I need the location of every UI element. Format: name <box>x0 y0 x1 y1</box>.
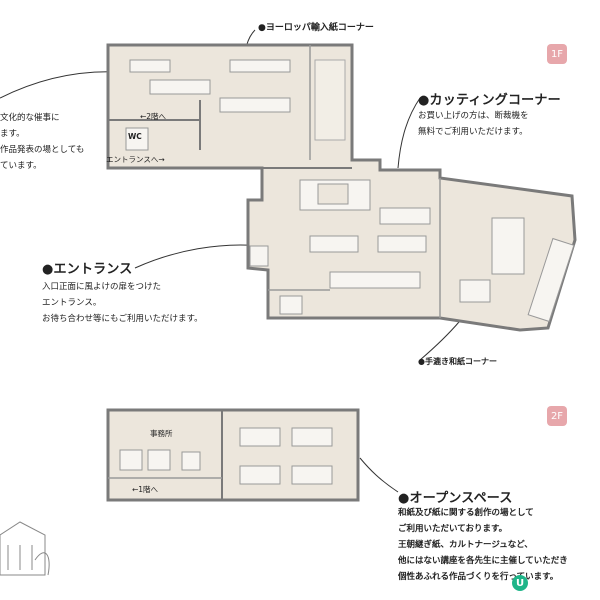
to-1f-sign: ←1階へ <box>132 485 159 494</box>
entrance-desc: 入口正面に風よけの扉をつけた エントランス。 お待ち合わせ等にもご利用いただけま… <box>42 279 203 327</box>
handmade-paper-corner-label: ●手漉き和紙コーナー <box>418 357 497 366</box>
entrance-title: ●エントランス <box>42 262 133 277</box>
openspace-desc: 和紙及び紙に関する創作の場として ご利用いただいております。 王朝継ぎ紙、カルト… <box>398 505 568 585</box>
leader-line-cutting <box>397 97 421 169</box>
openspace-desc-line5: 個性あふれる作品づくりを行っています。 <box>398 572 559 582</box>
leader-line-left <box>0 71 121 99</box>
left-desc-line3: 作品発表の場としても <box>0 145 85 155</box>
site-logo-icon[interactable]: U <box>512 575 528 591</box>
to-entrance-sign: エントランスへ→ <box>106 155 165 164</box>
openspace-desc-line3: 王朝継ぎ紙、カルトナージュなど、 <box>398 540 533 550</box>
floor2-plan <box>106 408 360 502</box>
entrance-desc-line2: エントランス。 <box>42 298 102 308</box>
left-desc-line4: ています。 <box>0 161 42 171</box>
left-description: 文化的な催事に ます。 作品発表の場としても ています。 <box>0 110 84 174</box>
openspace-desc-line1: 和紙及び紙に関する創作の場として <box>398 508 534 518</box>
entrance-desc-line3: お待ち合わせ等にもご利用いただけます。 <box>42 314 203 324</box>
openspace-desc-line4: 他にはない講座を各先生に主催していただき <box>398 556 568 566</box>
floor1-plan <box>106 43 577 332</box>
entrance-desc-line1: 入口正面に風よけの扉をつけた <box>42 282 162 292</box>
building-sketch <box>0 521 50 576</box>
floor-badge-2f: 2F <box>547 406 567 426</box>
wc-label: WC <box>128 132 142 141</box>
cutting-corner-desc: お買い上げの方は、断裁機を 無料でご利用いただけます。 <box>418 108 529 140</box>
left-desc-line1: 文化的な催事に <box>0 113 60 123</box>
leader-line-entrance <box>134 244 263 269</box>
openspace-title: ●オープンスペース <box>398 491 513 506</box>
cutting-corner-title: ●カッティングコーナー <box>418 93 561 108</box>
cutting-desc-line2: 無料でご利用いただけます。 <box>418 127 528 137</box>
cutting-desc-line1: お買い上げの方は、断裁機を <box>418 111 529 121</box>
europe-corner-label: ●ヨーロッパ輸入紙コーナー <box>258 23 374 33</box>
to-2f-sign: ←2階へ <box>140 112 167 121</box>
openspace-desc-line2: ご利用いただいております。 <box>398 524 508 534</box>
office-label: 事務所 <box>150 429 173 438</box>
leader-line-openspace <box>359 457 399 493</box>
left-desc-line2: ます。 <box>0 129 25 139</box>
floor-badge-1f: 1F <box>547 44 567 64</box>
